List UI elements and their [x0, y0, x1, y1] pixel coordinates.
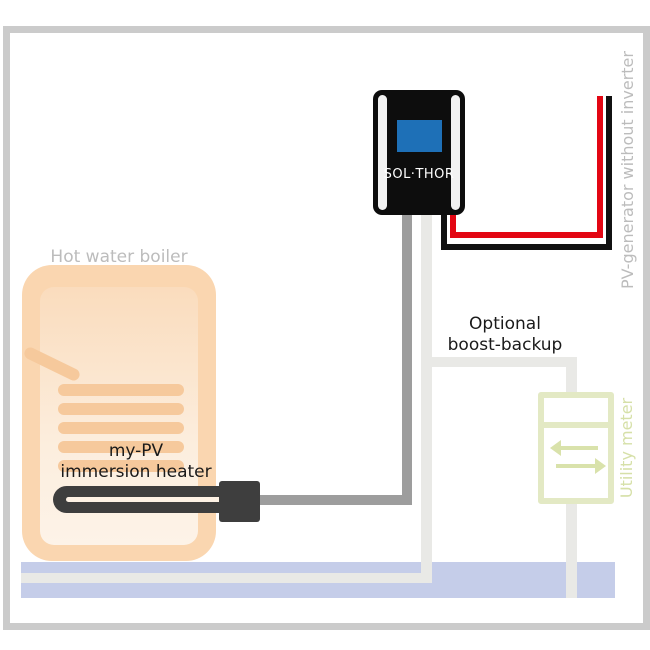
wire-boost-branch-horizontal [421, 357, 577, 367]
pv-wire-red [450, 232, 603, 238]
heater-label-line1: my-PV [108, 441, 164, 461]
heater-label-line2: immersion heater [60, 462, 212, 482]
pv-generator-label: PV-generator without inverter [618, 51, 637, 289]
utility-meter [538, 392, 614, 504]
device-mount-strip-right [451, 95, 460, 210]
utility-meter-label: Utility meter [617, 397, 636, 499]
coil-bar [58, 422, 184, 434]
device-name-label: SOL·THOR [383, 167, 455, 182]
arrow-right-icon [595, 458, 606, 474]
arrow-left-icon [559, 446, 598, 450]
wire-floor-run [21, 573, 432, 583]
boost-backup-line2: boost-backup [447, 335, 563, 355]
heater-element-slot [66, 497, 220, 502]
immersion-heater-label: my-PV immersion heater [41, 441, 231, 483]
wire-heater-feed-horizontal [255, 495, 412, 505]
coil-bar [58, 384, 184, 396]
wire-heater-feed-vertical [402, 214, 412, 505]
sol-thor-device: SOL·THOR [373, 90, 465, 215]
pv-wire-red [450, 213, 456, 238]
device-mount-strip-left [378, 95, 387, 210]
boost-backup-line1: Optional [469, 314, 541, 334]
coil-bar [58, 460, 184, 472]
coil-bar [58, 403, 184, 415]
arrow-right-icon [556, 464, 595, 468]
meter-display-divider [544, 422, 608, 428]
immersion-heater-head [219, 481, 260, 522]
wire-heater-circuit-vertical [421, 214, 432, 583]
boost-backup-label: Optional boost-backup [415, 314, 595, 356]
pv-wire-black [441, 213, 447, 250]
pv-wire-black [606, 96, 612, 250]
pv-wire-black [441, 244, 612, 250]
device-display [397, 120, 442, 152]
arrow-left-icon [550, 440, 561, 456]
immersion-heater-element [53, 486, 220, 513]
pv-wire-red [597, 96, 603, 238]
coil-bar [58, 441, 184, 453]
boiler-label: Hot water boiler [50, 247, 188, 267]
